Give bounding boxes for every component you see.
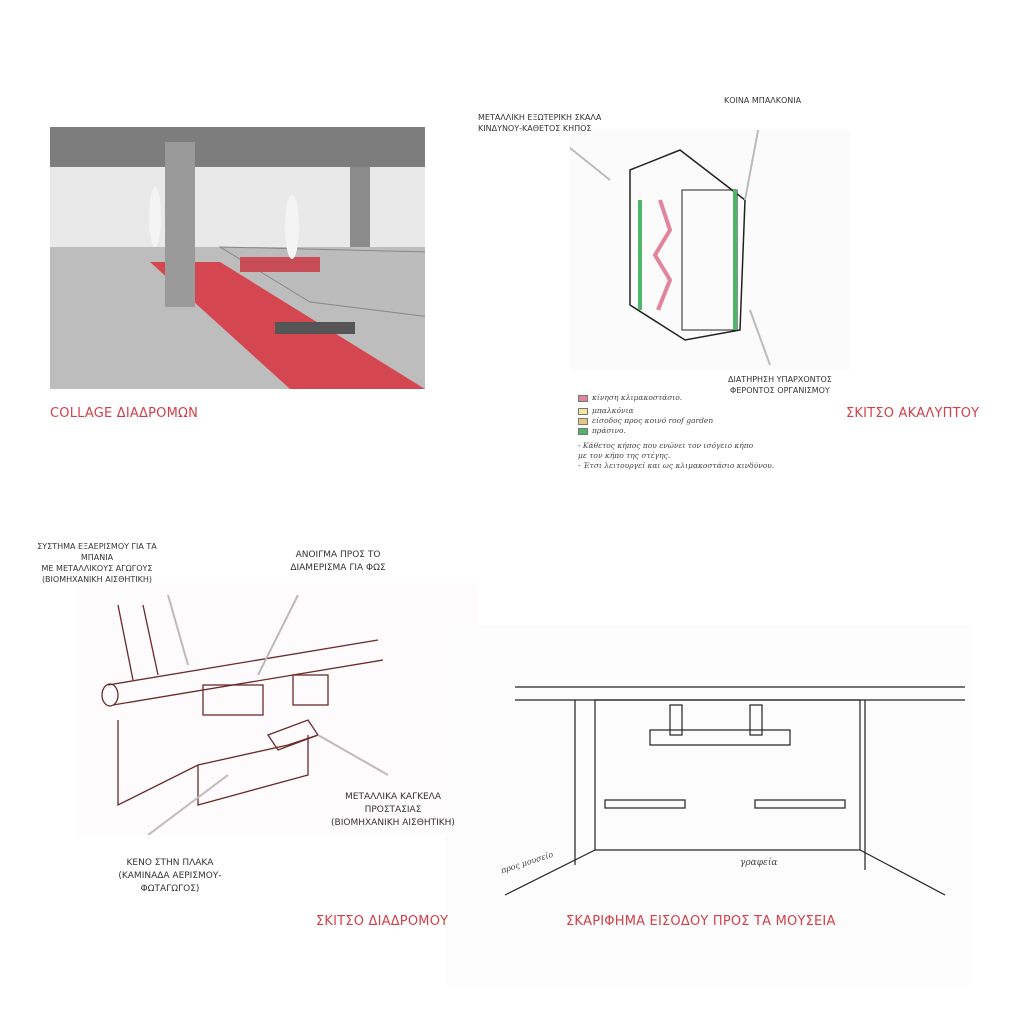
collage-image	[50, 127, 425, 389]
column	[165, 142, 195, 307]
label-line: (ΚΑΜΙΝΑΔΑ ΑΕΡΙΣΜΟΥ-ΦΩΤΑΓΩΓΟΣ)	[118, 871, 222, 894]
label-railings: ΜΕΤΑΛΛΙΚΑ ΚΑΓΚΕΛΑ ΠΡΟΣΤΑΣΙΑΣ (ΒΙΟΜΗΧΑΝΙΚ…	[318, 791, 468, 830]
label-structure: ΔΙΑΤΗΡΗΣΗ ΥΠΑΡΧΟΝΤΟΣ ΦΕΡΟΝΤΟΣ ΟΡΓΑΝΙΣΜΟΥ	[728, 374, 832, 396]
label-ventilation: ΣΥΣΤΗΜΑ ΕΞΑΕΡΙΣΜΟΥ ΓΙΑ ΤΑ ΜΠΑΝΙΑ ΜΕ ΜΕΤΑ…	[22, 541, 172, 585]
legend-label: κίνηση κλιμακοστάσιο.	[592, 393, 683, 402]
legend-label: είσοδος προς κοινό roof garden	[592, 416, 714, 425]
label-line: ΚΕΝΟ ΣΤΗΝ ΠΛΑΚΑ	[126, 858, 214, 868]
entrance-caption: ΣΚΑΡΙΦΗΜΑ ΕΙΣΟΔΟΥ ΠΡΟΣ ΤΑ ΜΟΥΣΕΙΑ	[566, 914, 836, 929]
label-line: (ΒΙΟΜΗΧΑΝΙΚΗ ΑΙΣΘΗΤΙΚΗ)	[41, 575, 153, 584]
note-line: - Κάθετος κήπος που ενώνει τον ισόγειο κ…	[578, 441, 754, 450]
courtyard-sketch	[570, 130, 850, 370]
swatch-green	[578, 427, 588, 435]
swatch-pink	[578, 394, 588, 402]
entrance-sketch	[445, 625, 970, 985]
courtyard-caption: ΣΚΙΤΣΟ ΑΚΑΛΥΠΤΟΥ	[846, 406, 980, 421]
label-balconies: ΚΟΙΝΑ ΜΠΑΛΚΟΝΙΑ	[724, 96, 802, 105]
label-line: (ΒΙΟΜΗΧΑΝΙΚΗ ΑΙΣΘΗΤΙΚΗ)	[331, 818, 455, 828]
legend-item: κίνηση κλιμακοστάσιο.	[578, 393, 798, 403]
note-line: - Έτσι λειτουργεί και ως κλιμακοστάσιο κ…	[578, 461, 775, 470]
legend-item: πράσινο.	[578, 426, 798, 436]
swatch-orange	[578, 417, 588, 425]
label-stair: ΜΕΤΑΛΛΙΚΗ ΕΞΩΤΕΡΙΚΗ ΣΚΑΛΑ ΚΙΝΔΥΝΟΥ-ΚΑΘΕΤ…	[478, 112, 601, 134]
label-line: ΣΥΣΤΗΜΑ ΕΞΑΕΡΙΣΜΟΥ ΓΙΑ ΤΑ ΜΠΑΝΙΑ	[37, 542, 157, 562]
label-line: ΜΕΤΑΛΛΙΚΗ ΕΞΩΤΕΡΙΚΗ ΣΚΑΛΑ	[478, 113, 602, 122]
legend-item: είσοδος προς κοινό roof garden	[578, 416, 798, 426]
label-line: ΦΕΡΟΝΤΟΣ ΟΡΓΑΝΙΣΜΟΥ	[730, 386, 830, 395]
corridor-caption: ΣΚΙΤΣΟ ΔΙΑΔΡΟΜΟΥ	[316, 914, 449, 929]
legend-label: πράσινο.	[592, 426, 626, 435]
label-line: ΜΕΤΑΛΛΙΚΑ ΚΑΓΚΕΛΑ ΠΡΟΣΤΑΣΙΑΣ	[345, 792, 441, 815]
note-offices: γραφεία	[740, 858, 778, 868]
label-line: ΜΕ ΜΕΤΑΛΛΙΚΟΥΣ ΑΓΩΓΟΥΣ	[41, 564, 153, 573]
courtyard-legend: κίνηση κλιμακοστάσιο. μπαλκόνια είσοδος …	[578, 393, 798, 471]
label-line: ΑΝΟΙΓΜΑ ΠΡΟΣ ΤΟ	[295, 550, 381, 560]
note-line: με τον κήπο της στέγης.	[578, 451, 671, 460]
swatch-yellow	[578, 407, 588, 415]
label-line: ΚΙΝΔΥΝΟΥ-ΚΑΘΕΤΟΣ ΚΗΠΟΣ	[478, 124, 592, 133]
label-opening: ΑΝΟΙΓΜΑ ΠΡΟΣ ΤΟ ΔΙΑΜΕΡΙΣΜΑ ΓΙΑ ΦΩΣ	[278, 549, 398, 575]
label-line: ΔΙΑΜΕΡΙΣΜΑ ΓΙΑ ΦΩΣ	[290, 563, 386, 573]
collage-caption: COLLAGE ΔΙΑΔΡΟΜΩΝ	[50, 406, 199, 421]
legend-item: μπαλκόνια	[578, 406, 798, 416]
label-line: ΔΙΑΤΗΡΗΣΗ ΥΠΑΡΧΟΝΤΟΣ	[728, 375, 832, 384]
label-void: ΚΕΝΟ ΣΤΗΝ ΠΛΑΚΑ (ΚΑΜΙΝΑΔΑ ΑΕΡΙΣΜΟΥ-ΦΩΤΑΓ…	[90, 857, 250, 896]
legend-label: μπαλκόνια	[592, 406, 634, 415]
corridor-sketch	[78, 585, 478, 835]
